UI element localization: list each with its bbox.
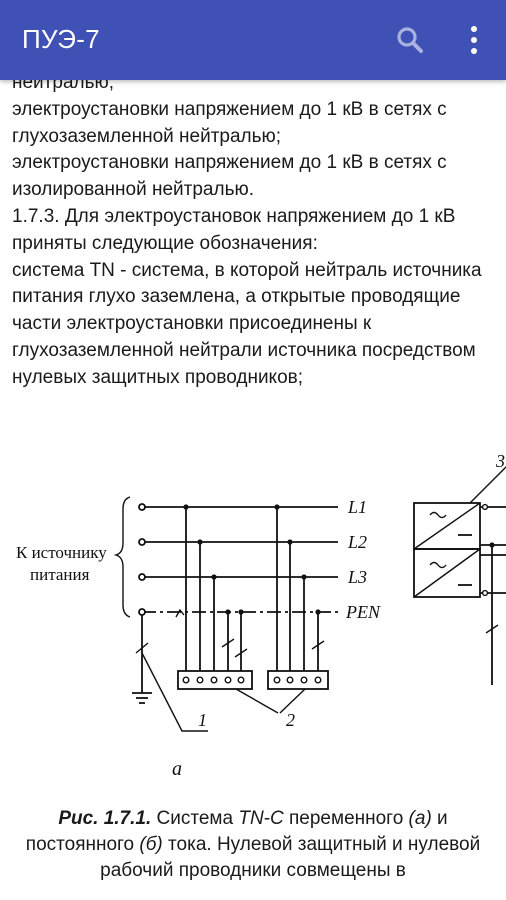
figure-caption: Рис. 1.7.1. Система TN-C переменного (а)… bbox=[20, 806, 486, 884]
more-vert-icon bbox=[471, 26, 477, 54]
subfigure-label: а bbox=[172, 758, 182, 780]
line-label-l1: L1 bbox=[347, 497, 367, 517]
document-text: нейтралью; электроустановки напряжением … bbox=[12, 70, 482, 392]
overflow-menu-button[interactable] bbox=[450, 16, 498, 64]
figure-tn-c-diagram: К источнику питания L1 L2 L3 PEN 1 2 3 а bbox=[0, 445, 506, 800]
caption-text: Система bbox=[151, 808, 239, 829]
callout-3: 3 bbox=[495, 451, 505, 471]
caption-text: тока. Нулевой защитный и нулевой рабочий… bbox=[100, 834, 481, 881]
paragraph: электроустановки напряжением до 1 кВ в с… bbox=[12, 98, 447, 147]
paragraph: 1.7.3. Для электроустановок напряжением … bbox=[12, 205, 456, 254]
app-title: ПУЭ-7 bbox=[22, 24, 100, 54]
caption-text: и постоянного bbox=[25, 808, 448, 855]
circuit-diagram: К источнику питания L1 L2 L3 PEN 1 2 3 а bbox=[16, 451, 506, 780]
caption-mark-b: (б) bbox=[139, 834, 163, 855]
caption-figure-number: Рис. 1.7.1. bbox=[58, 808, 152, 829]
app-bar: ПУЭ-7 bbox=[0, 0, 506, 80]
source-label: питания bbox=[30, 565, 90, 584]
search-button[interactable] bbox=[386, 16, 434, 64]
caption-text: переменного bbox=[283, 808, 409, 829]
callout-1: 1 bbox=[198, 710, 207, 730]
line-label-l3: L3 bbox=[347, 567, 367, 587]
caption-mark-a: (а) bbox=[408, 808, 432, 829]
callout-2: 2 bbox=[286, 710, 295, 730]
line-label-l2: L2 bbox=[347, 532, 367, 552]
search-icon bbox=[397, 27, 423, 53]
paragraph: система TN - система, в которой нейтраль… bbox=[12, 259, 482, 388]
line-label-pen: PEN bbox=[345, 602, 381, 622]
paragraph: электроустановки напряжением до 1 кВ в с… bbox=[12, 152, 447, 201]
caption-system: TN-C bbox=[238, 808, 284, 829]
source-label: К источнику bbox=[16, 543, 107, 562]
